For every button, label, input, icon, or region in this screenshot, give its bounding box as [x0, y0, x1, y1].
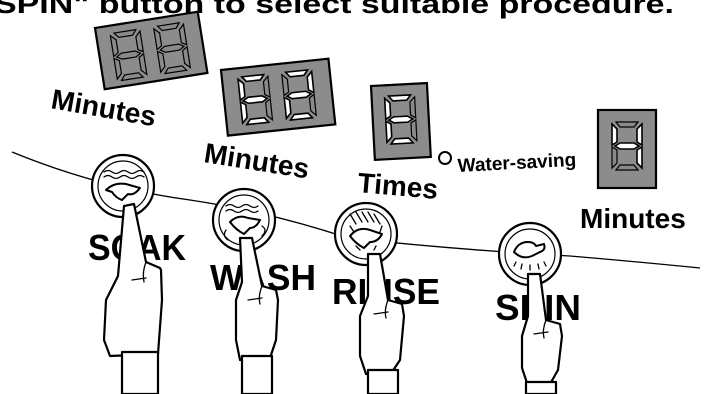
water-saving-indicator-icon: [439, 152, 451, 164]
rinse-button[interactable]: [335, 203, 397, 265]
rinse-display: [371, 83, 431, 160]
spin-unit-label: Minutes: [580, 203, 686, 234]
rinse-unit-label: Times: [356, 167, 439, 205]
water-saving-label: Water-saving: [457, 150, 577, 177]
soak-display: [95, 12, 207, 90]
wash-unit-label: Minutes: [202, 137, 311, 184]
soak-unit-label: Minutes: [49, 83, 159, 132]
spin-display: [598, 110, 656, 188]
instruction-text: SPIN" button to select suitable procedur…: [0, 0, 674, 19]
wash-display: [221, 59, 335, 136]
